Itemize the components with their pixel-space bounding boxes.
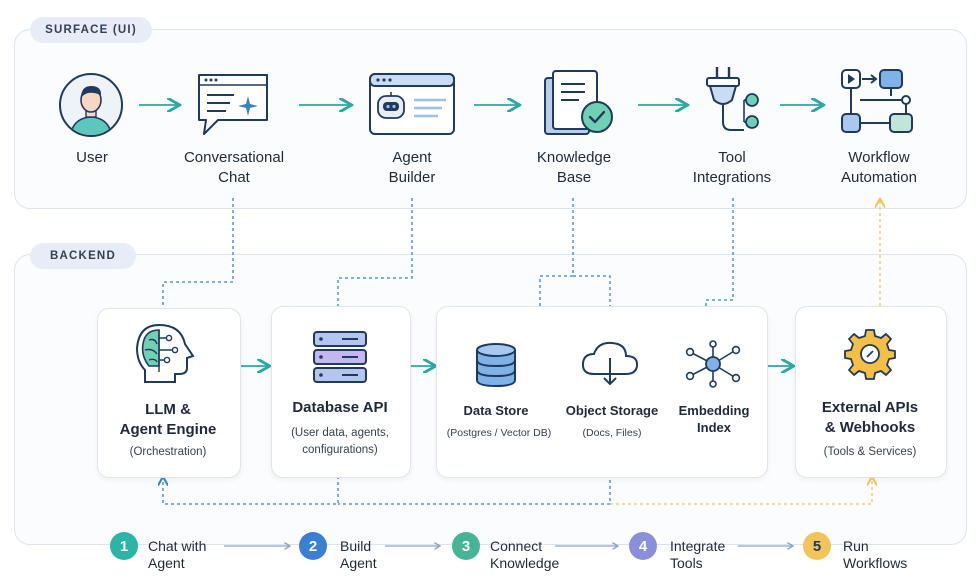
gear-icon <box>844 329 896 380</box>
network-nodes-icon <box>685 340 741 388</box>
knowledge-base-icon[interactable] <box>543 68 617 138</box>
storage-box[interactable] <box>436 306 768 478</box>
agent-builder-icon[interactable] <box>368 72 456 138</box>
workflow-automation-label: Workflow Automation <box>841 149 917 186</box>
llm-title: LLM & Agent Engine <box>119 401 217 438</box>
backend-tag: BACKEND <box>30 243 136 269</box>
return-links <box>163 200 880 505</box>
database-api-subtitle: (User data, agents, configurations) <box>291 427 389 456</box>
surface-tag: SURFACE (UI) <box>30 17 152 43</box>
embedding-title: Embedding Index <box>678 403 750 435</box>
step-4-badge: 4 <box>629 532 657 560</box>
cloud-download-icon <box>581 341 639 386</box>
external-apis-subtitle: (Tools & Services) <box>823 446 917 458</box>
tool-integrations-label: Tool Integrations <box>692 149 772 186</box>
agent-builder-label: Agent Builder <box>388 149 436 186</box>
external-apis-title: External APIs & Webhooks <box>821 399 919 436</box>
step-2-label[interactable]: Build Agent <box>340 538 377 571</box>
user-label: User <box>76 149 108 166</box>
workflow-icon[interactable] <box>840 68 916 136</box>
step-1-label[interactable]: Chat with Agent <box>148 538 207 571</box>
llm-subtitle: (Orchestration) <box>129 446 207 458</box>
conversational-chat-label: Conversational Chat <box>183 149 285 186</box>
plug-icon[interactable] <box>704 64 764 138</box>
chat-window-icon[interactable] <box>196 72 270 138</box>
object-storage-subtitle: (Docs, Files) <box>582 427 642 439</box>
step-1-badge: 1 <box>110 532 138 560</box>
server-stack-icon <box>313 331 367 383</box>
step-2-badge: 2 <box>299 532 327 560</box>
ai-head-icon <box>135 323 195 383</box>
knowledge-base-label: Knowledge Base <box>536 149 612 186</box>
database-api-title: Database API <box>292 399 388 416</box>
user-avatar-icon[interactable] <box>58 72 124 138</box>
step-3-label[interactable]: Connect Knowledge <box>490 538 560 571</box>
database-cylinder-icon <box>476 343 516 388</box>
data-store-title: Data Store <box>463 403 529 418</box>
data-store-subtitle: (Postgres / Vector DB) <box>446 427 552 439</box>
object-storage-title: Object Storage <box>565 403 659 418</box>
step-5-badge: 5 <box>803 532 831 560</box>
surface-panel <box>14 29 967 209</box>
step-5-label[interactable]: Run Workflows <box>843 538 908 571</box>
step-3-badge: 3 <box>452 532 480 560</box>
step-4-label[interactable]: Integrate Tools <box>670 538 726 571</box>
